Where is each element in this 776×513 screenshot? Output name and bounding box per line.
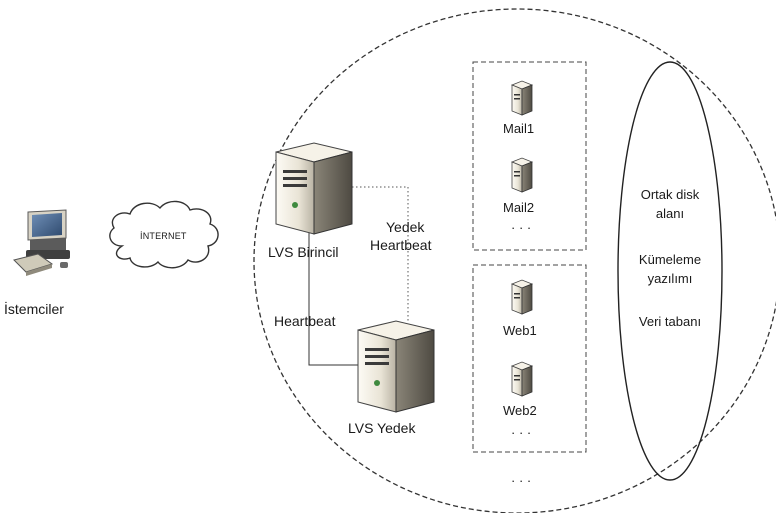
mail2-label: Mail2 [503, 200, 535, 215]
web-group-box [472, 264, 587, 453]
lvs-backup-label: LVS Yedek [348, 420, 416, 436]
heartbeat-label: Heartbeat [274, 313, 336, 329]
web1-label: Web1 [503, 323, 537, 338]
shared-disk-label-line2: alanı [655, 206, 685, 221]
lvs-primary-server-icon [275, 142, 353, 235]
clients-label: İstemciler [4, 301, 64, 317]
backup-heartbeat-line [348, 186, 409, 323]
mail1-server-icon [510, 80, 534, 116]
backup-heartbeat-label-line2: Heartbeat [370, 237, 432, 253]
lvs-primary-label: LVS Birincil [268, 244, 339, 260]
backup-heartbeat-label-line1: Yedek [386, 219, 425, 235]
mail-group-box [472, 61, 587, 251]
web2-label: Web2 [503, 403, 537, 418]
desktop-computer-icon [13, 209, 70, 276]
mail1-label: Mail1 [503, 121, 535, 136]
shared-resources-ellipse [617, 61, 723, 481]
more-groups-ellipsis: · · · [511, 473, 532, 488]
mail-more-ellipsis: · · · [511, 220, 532, 235]
web-more-ellipsis: · · · [511, 425, 532, 440]
web2-server-icon [510, 361, 534, 397]
web1-server-icon [510, 279, 534, 315]
internet-cloud [109, 200, 219, 269]
database-label: Veri tabanı [638, 314, 702, 329]
internet-label: İNTERNET [140, 231, 187, 241]
cluster-boundary [253, 8, 776, 513]
clustering-software-label-line1: Kümeleme [638, 252, 702, 267]
shared-disk-label-line1: Ortak disk [640, 187, 700, 202]
lvs-backup-server-icon [357, 320, 435, 413]
mail2-server-icon [510, 157, 534, 193]
heartbeat-line [308, 207, 372, 366]
clustering-software-label-line2: yazılımı [647, 271, 693, 286]
